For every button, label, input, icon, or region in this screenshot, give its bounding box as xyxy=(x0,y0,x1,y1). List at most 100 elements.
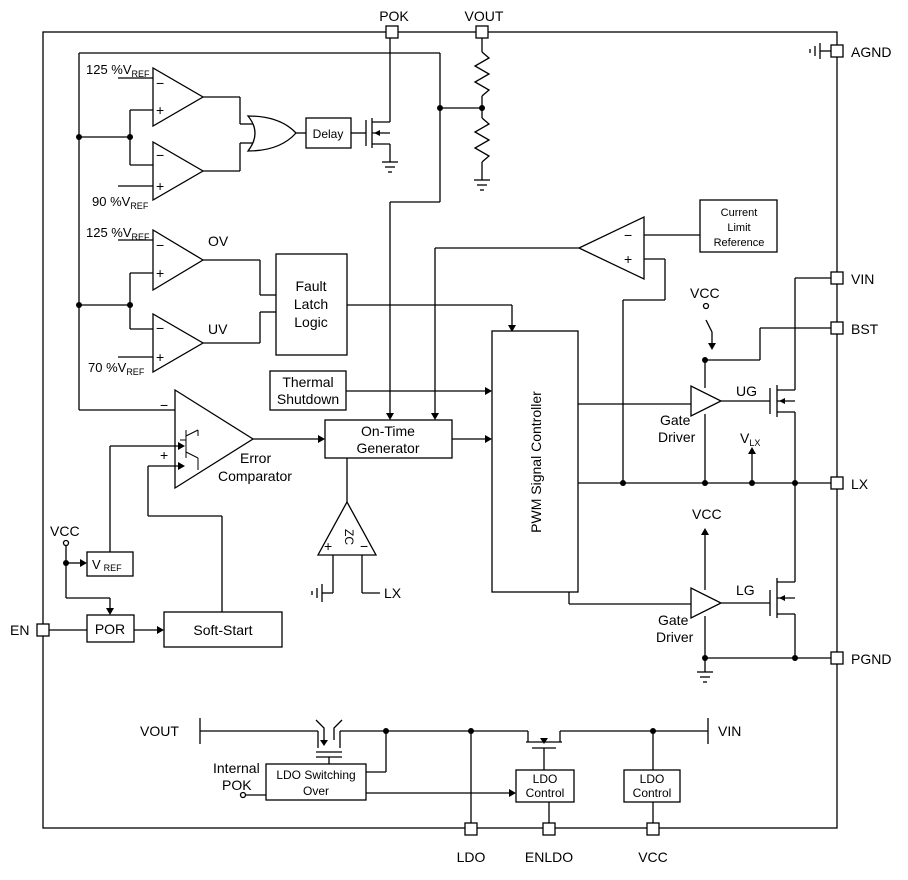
pin-lx: LX xyxy=(830,476,869,492)
pin-vin: VIN xyxy=(830,271,874,287)
svg-text:+: + xyxy=(624,251,632,267)
ov-comparator: − + OV xyxy=(152,228,229,292)
svg-text:VOUT: VOUT xyxy=(465,8,504,24)
pin-ldo: LDO xyxy=(457,822,486,865)
svg-text:+: + xyxy=(156,265,164,281)
svg-text:Thermal: Thermal xyxy=(282,374,333,390)
vin-ldo-label: VIN xyxy=(718,723,741,739)
gate-driver-high: UG Gate Driver xyxy=(658,383,757,445)
svg-text:−: − xyxy=(156,237,164,253)
internal-pok-label: Internal xyxy=(213,760,260,776)
thermal-shutdown-block: Thermal Shutdown xyxy=(269,370,347,411)
svg-text:Error: Error xyxy=(240,450,271,466)
svg-text:ENLDO: ENLDO xyxy=(525,849,573,865)
svg-text:−: − xyxy=(156,147,164,163)
svg-text:Reference: Reference xyxy=(714,237,765,249)
pin-agnd: AGND xyxy=(830,44,891,60)
pok-mosfet xyxy=(365,38,391,162)
vcc-lg-label: VCC xyxy=(692,506,722,522)
agnd-ground-icon xyxy=(809,43,831,59)
svg-text:ZC: ZC xyxy=(342,529,356,545)
svg-text:UV: UV xyxy=(208,321,228,337)
svg-text:POR: POR xyxy=(95,621,125,637)
svg-text:Latch: Latch xyxy=(294,296,328,312)
por-block: POR xyxy=(86,614,135,643)
on-time-generator-block: On-Time Generator xyxy=(324,419,453,459)
error-comparator: − + Error Comparator xyxy=(160,388,292,490)
pg-comparator-high: − + xyxy=(152,66,205,128)
svg-text:Gate: Gate xyxy=(658,612,689,628)
vcc-bst-label: VCC xyxy=(690,285,720,301)
vout-resistor-divider xyxy=(473,38,491,180)
soft-start-block: Soft-Start xyxy=(163,611,283,648)
svg-text:−: − xyxy=(156,75,164,91)
svg-text:Soft-Start: Soft-Start xyxy=(193,622,252,638)
vout-ldo-label: VOUT xyxy=(140,723,179,739)
high-side-mosfet xyxy=(769,385,795,417)
vlx-label: VLX xyxy=(740,430,760,448)
low-side-mosfet xyxy=(769,578,795,618)
svg-text:+: + xyxy=(156,178,164,194)
chip-outline xyxy=(42,31,838,829)
svg-text:Fault: Fault xyxy=(295,278,326,294)
ground-icon xyxy=(474,179,490,191)
svg-text:−: − xyxy=(156,320,164,336)
svg-text:VREF: VREF xyxy=(92,557,122,573)
svg-text:VIN: VIN xyxy=(851,271,874,287)
fault-latch-logic-block: Fault Latch Logic xyxy=(275,253,348,356)
vcc-left-label: VCC xyxy=(50,523,80,539)
svg-text:LDO: LDO xyxy=(457,849,486,865)
svg-text:On-Time: On-Time xyxy=(361,423,415,439)
zc-comparator: ZC + − xyxy=(316,500,378,556)
svg-text:Over: Over xyxy=(303,784,329,798)
svg-text:LX: LX xyxy=(851,476,869,492)
svg-text:PWM Signal Controller: PWM Signal Controller xyxy=(528,391,544,533)
svg-text:−: − xyxy=(624,227,632,243)
current-limit-reference-block: Current Limit Reference xyxy=(699,199,778,253)
svg-text:LDO: LDO xyxy=(533,772,558,786)
svg-text:Limit: Limit xyxy=(727,222,750,234)
svg-text:Generator: Generator xyxy=(356,440,419,456)
ldo-switching-mosfet xyxy=(315,719,343,764)
svg-text:BST: BST xyxy=(851,321,879,337)
ldo-pass-mosfet xyxy=(526,731,562,770)
pg-comparator-low: − + xyxy=(152,140,205,202)
ldo-control-block: LDO Control xyxy=(515,769,575,803)
svg-text:Control: Control xyxy=(526,786,565,800)
pin-vcc-bottom: VCC xyxy=(638,822,668,865)
pin-en: EN xyxy=(10,622,50,638)
svg-text:Control: Control xyxy=(633,786,672,800)
pin-pgnd: PGND xyxy=(830,651,891,667)
pin-enldo: ENLDO xyxy=(525,822,573,865)
svg-text:Current: Current xyxy=(721,207,758,219)
ldo-switching-over-block: LDO Switching Over xyxy=(265,763,367,801)
svg-text:−: − xyxy=(160,397,168,413)
svg-text:Delay: Delay xyxy=(313,127,344,141)
or-gate xyxy=(246,115,297,152)
uv-comparator: − + UV xyxy=(152,312,228,374)
svg-text:Shutdown: Shutdown xyxy=(277,391,339,407)
ground-icon xyxy=(311,584,323,602)
svg-text:Gate: Gate xyxy=(660,412,691,428)
svg-text:POK: POK xyxy=(379,8,409,24)
ground-icon xyxy=(382,161,398,173)
current-limit-comparator: − + xyxy=(577,215,645,281)
svg-text:Driver: Driver xyxy=(656,629,694,645)
svg-text:Logic: Logic xyxy=(294,314,327,330)
label-125-vref-mid: 125 %VREF xyxy=(86,225,150,242)
vcc-ldo-control-block: LDO Control xyxy=(623,769,681,803)
pwm-signal-controller-block: PWM Signal Controller xyxy=(491,330,579,593)
svg-text:LDO Switching: LDO Switching xyxy=(276,768,355,782)
svg-text:EN: EN xyxy=(10,622,29,638)
svg-text:OV: OV xyxy=(208,233,229,249)
pin-vout-top: VOUT xyxy=(465,8,504,39)
svg-text:VCC: VCC xyxy=(638,849,668,865)
label-70-vref: 70 %VREF xyxy=(88,360,145,377)
svg-text:+: + xyxy=(324,538,332,554)
pin-bst: BST xyxy=(830,321,879,337)
internal-pok-label-2: POK xyxy=(222,777,252,793)
svg-text:+: + xyxy=(156,349,164,365)
label-125-vref-top: 125 %VREF xyxy=(86,62,150,79)
